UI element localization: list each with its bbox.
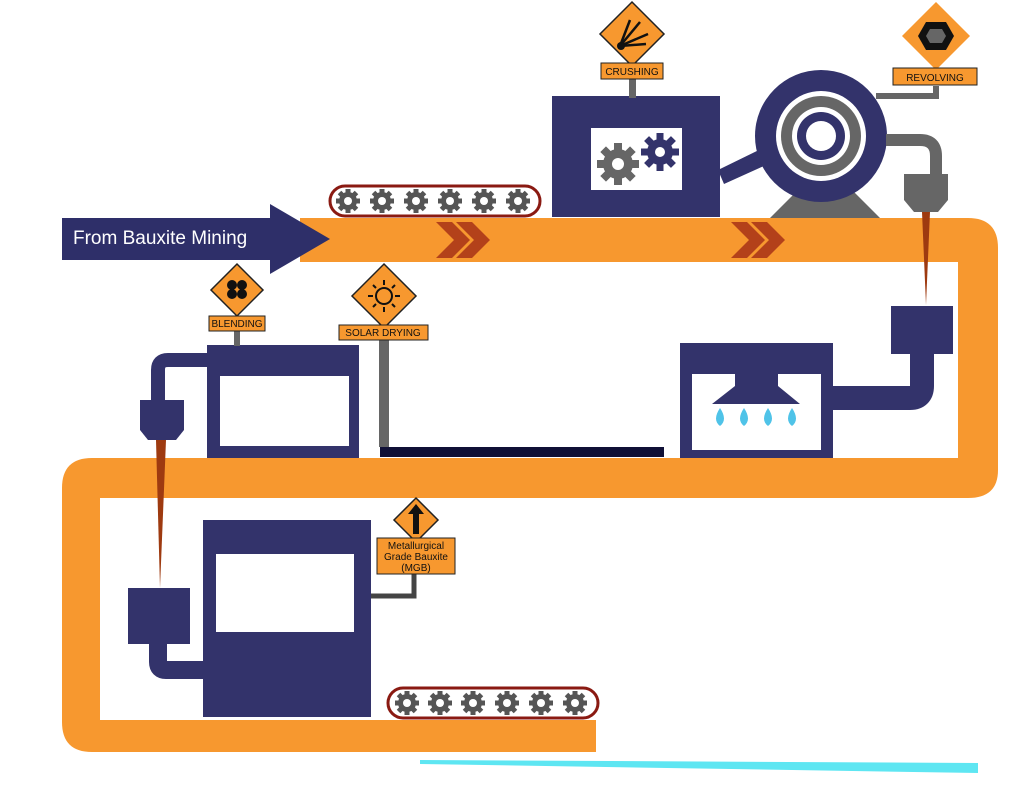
- mgb-label-line-3: (MGB): [401, 563, 430, 574]
- blending-label: BLENDING: [211, 319, 262, 330]
- revolving-label: REVOLVING: [906, 73, 964, 84]
- crushing-label: CRUSHING: [605, 67, 659, 78]
- solar-drying-label: SOLAR DRYING: [345, 328, 421, 339]
- chute: [156, 440, 166, 588]
- blend-dots-icon: [227, 280, 247, 299]
- base-line: [420, 760, 978, 773]
- water-drop-icon: [716, 408, 796, 426]
- conveyor-belt: [62, 218, 998, 752]
- product-machine: [128, 520, 371, 717]
- crushing-sign: CRUSHING: [598, 0, 666, 98]
- chute: [922, 212, 930, 305]
- mgb-sign: Metallurgical Grade Bauxite (MGB): [371, 496, 456, 599]
- bottom-gear-conveyor: [386, 686, 600, 720]
- solar-drying-sign: SOLAR DRYING: [338, 262, 429, 341]
- solar-drying-platform: [379, 340, 664, 457]
- arrow-label: From Bauxite Mining: [73, 228, 247, 249]
- blending-machine: [140, 345, 359, 588]
- blending-sign: BLENDING: [208, 262, 266, 346]
- top-gear-conveyor: [328, 184, 542, 218]
- solar-washer-machine: [680, 306, 953, 458]
- sun-icon: [368, 280, 400, 312]
- mgb-label-line-1: Metallurgical: [388, 541, 444, 552]
- inlet-arrow: From Bauxite Mining: [62, 204, 330, 274]
- revolving-sign: REVOLVING: [876, 2, 978, 99]
- mgb-label-line-2: Grade Bauxite: [384, 552, 448, 563]
- crushing-machine: [552, 96, 720, 217]
- revolving-drum: [755, 70, 948, 305]
- up-arrow-icon: [408, 504, 424, 534]
- chevron-right-icon: [436, 222, 785, 258]
